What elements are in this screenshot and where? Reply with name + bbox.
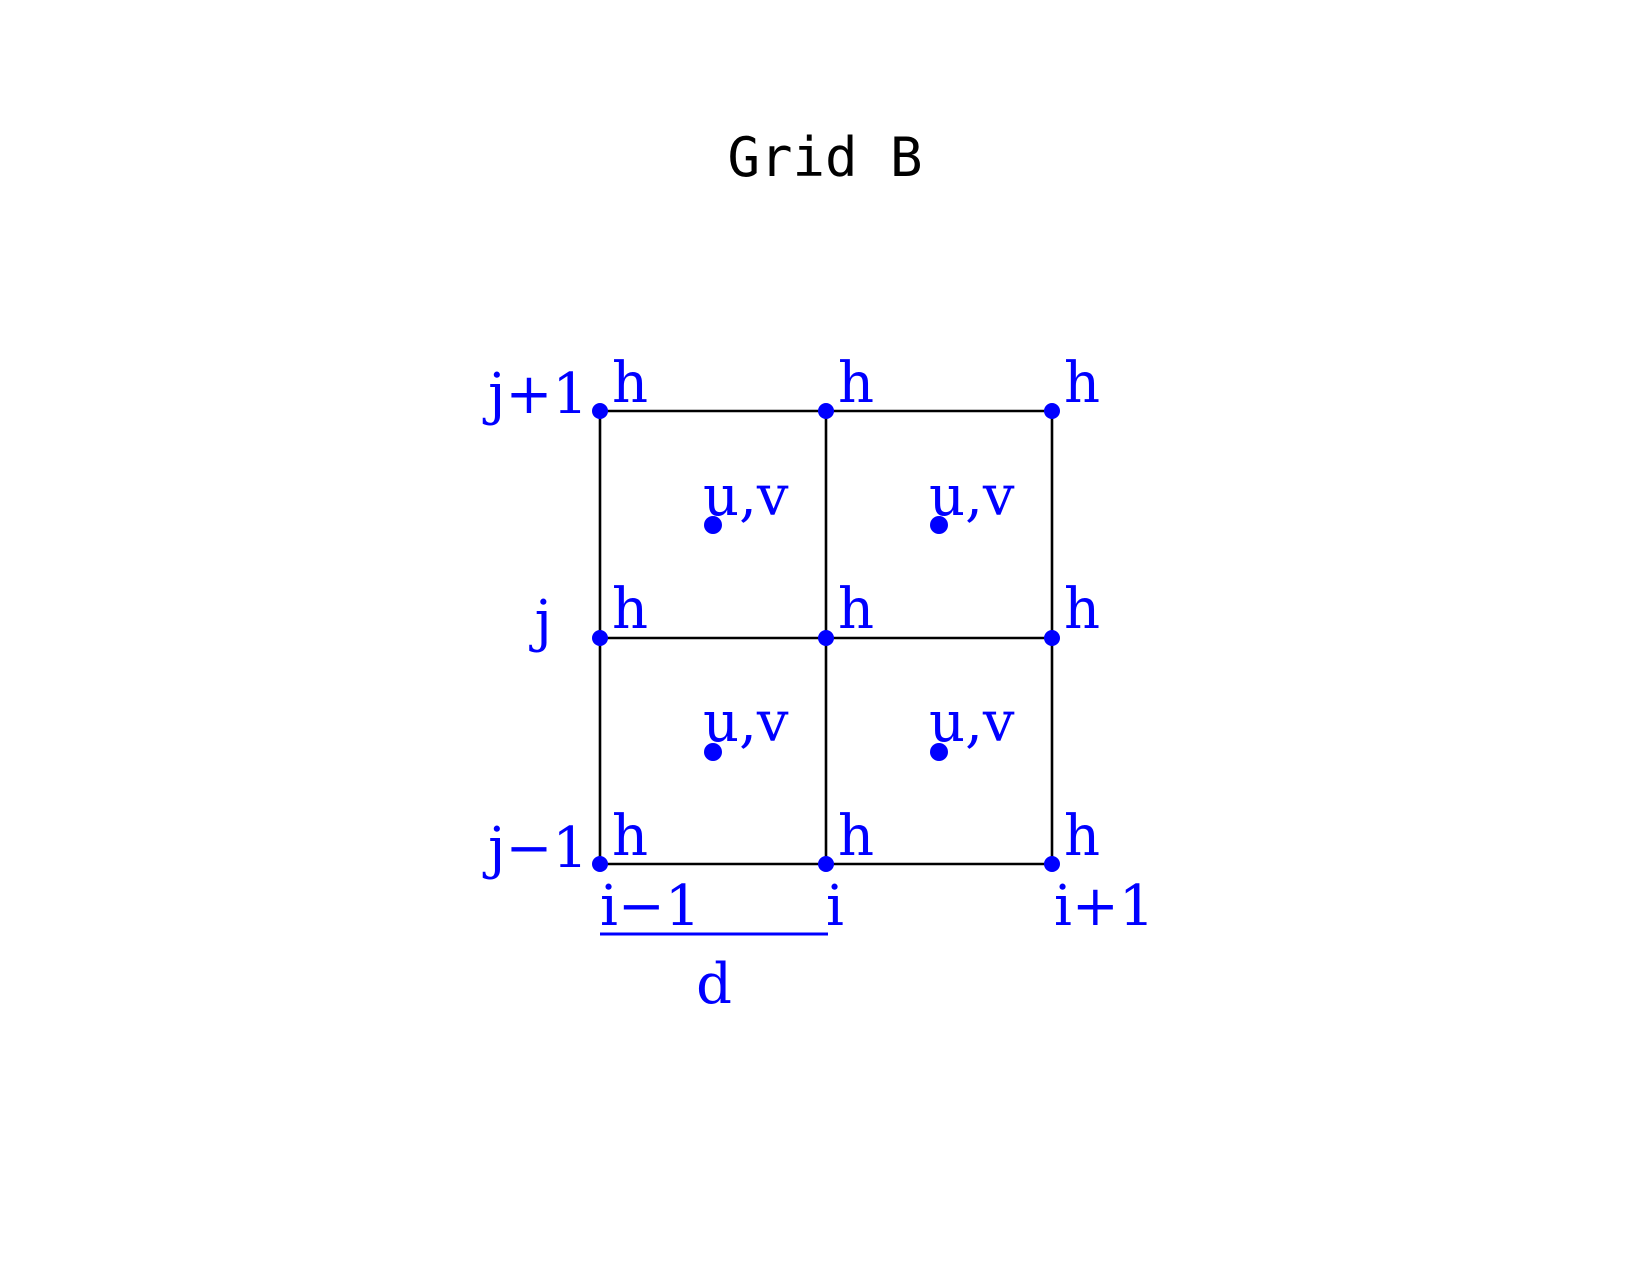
- h-label: h: [1064, 804, 1100, 869]
- h-label: h: [1064, 577, 1100, 642]
- h-node-dot: [818, 630, 834, 646]
- uv-node-dot: [930, 743, 948, 761]
- h-node-dot: [592, 630, 608, 646]
- col-labels: i−1 i i+1: [600, 874, 1154, 939]
- uv-label: u,v: [703, 690, 789, 755]
- col-label-middle: i: [826, 874, 844, 939]
- h-node-dot: [592, 403, 608, 419]
- h-node-dot: [818, 856, 834, 872]
- h-label: h: [838, 804, 874, 869]
- row-label-middle: j: [529, 589, 552, 654]
- h-labels: h h h h h h h h h: [612, 351, 1100, 869]
- h-node-dot: [1044, 403, 1060, 419]
- row-label-top: j+1: [482, 362, 588, 427]
- uv-node-dot: [704, 516, 722, 534]
- diagram-title: Grid B: [727, 126, 922, 189]
- h-nodes: [592, 403, 1060, 872]
- h-label: h: [612, 351, 648, 416]
- spacing-label: d: [696, 952, 732, 1017]
- uv-label: u,v: [703, 464, 789, 529]
- h-label: h: [838, 577, 874, 642]
- uv-node-dot: [930, 516, 948, 534]
- h-node-dot: [1044, 630, 1060, 646]
- uv-nodes: [704, 516, 948, 761]
- h-label: h: [612, 804, 648, 869]
- h-node-dot: [818, 403, 834, 419]
- row-label-bottom: j−1: [482, 816, 588, 881]
- uv-node-dot: [704, 743, 722, 761]
- h-label: h: [612, 577, 648, 642]
- uv-label: u,v: [929, 690, 1015, 755]
- row-labels: j+1 j j−1: [482, 362, 588, 881]
- h-label: h: [1064, 351, 1100, 416]
- uv-label: u,v: [929, 464, 1015, 529]
- uv-labels: u,v u,v u,v u,v: [703, 464, 1015, 755]
- h-node-dot: [592, 856, 608, 872]
- h-label: h: [838, 351, 874, 416]
- col-label-right: i+1: [1054, 874, 1154, 939]
- col-label-left: i−1: [600, 874, 700, 939]
- h-node-dot: [1044, 856, 1060, 872]
